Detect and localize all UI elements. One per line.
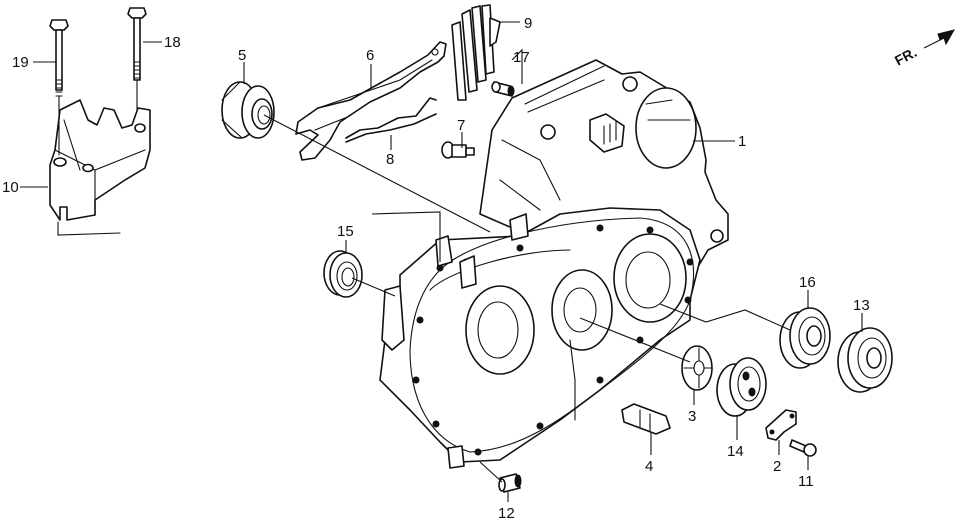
- callout-11: 11: [798, 473, 814, 490]
- callout-10: 10: [2, 179, 19, 196]
- callout-6: 6: [366, 47, 374, 64]
- callout-3: 3: [688, 408, 696, 425]
- callout-16: 16: [799, 274, 816, 291]
- part-1-clutch-housing: [379, 59, 729, 469]
- part-15-oil-seal: [323, 250, 363, 298]
- callout-4: 4: [645, 458, 653, 475]
- callout-12: 12: [498, 505, 515, 521]
- part-18-flange-bolt: [127, 7, 147, 111]
- callout-13: 13: [853, 297, 870, 314]
- callout-18: 18: [164, 34, 181, 51]
- front-direction-marker: FR.: [892, 29, 956, 69]
- callout-leaders: [20, 21, 863, 502]
- callout-1: 1: [738, 133, 746, 150]
- part-12-dowel-pin: [498, 473, 522, 493]
- callout-8: 8: [386, 151, 394, 168]
- part-11-bolt: [789, 439, 817, 457]
- callout-9: 9: [524, 15, 532, 32]
- front-direction-arrow-icon: [923, 29, 956, 49]
- part-17-dowel-pin: [491, 81, 515, 97]
- part-19-flange-bolt: [49, 19, 69, 156]
- part-8-release-spring: [345, 97, 437, 143]
- part-9-boot: [451, 4, 501, 101]
- callout-14: 14: [727, 443, 744, 460]
- part-16-ball-bearing: [779, 307, 831, 369]
- part-2-bearing-set-plate: [765, 409, 797, 441]
- callout-5: 5: [238, 47, 246, 64]
- callout-labels: 1 2 3 4 5 6 7 8 9 10 11 12 13 14 15 16 1…: [2, 15, 870, 521]
- callout-19: 19: [12, 54, 29, 71]
- part-4-magnet: [621, 403, 671, 435]
- part-13-ball-bearing: [837, 327, 893, 393]
- part-14-needle-bearing: [716, 357, 767, 417]
- fr-label: FR.: [892, 44, 919, 69]
- callout-17: 17: [513, 49, 530, 66]
- callout-7: 7: [457, 117, 465, 134]
- alignment-lines: [263, 114, 791, 483]
- callout-15: 15: [337, 223, 354, 240]
- part-10-mount-bracket: [49, 99, 151, 236]
- part-5-release-bearing: [221, 81, 275, 139]
- callout-2: 2: [773, 458, 781, 475]
- part-3-oil-guide-plate: [681, 345, 713, 391]
- part-6-release-fork: [295, 41, 447, 161]
- part-7-ball-bolt: [441, 141, 475, 159]
